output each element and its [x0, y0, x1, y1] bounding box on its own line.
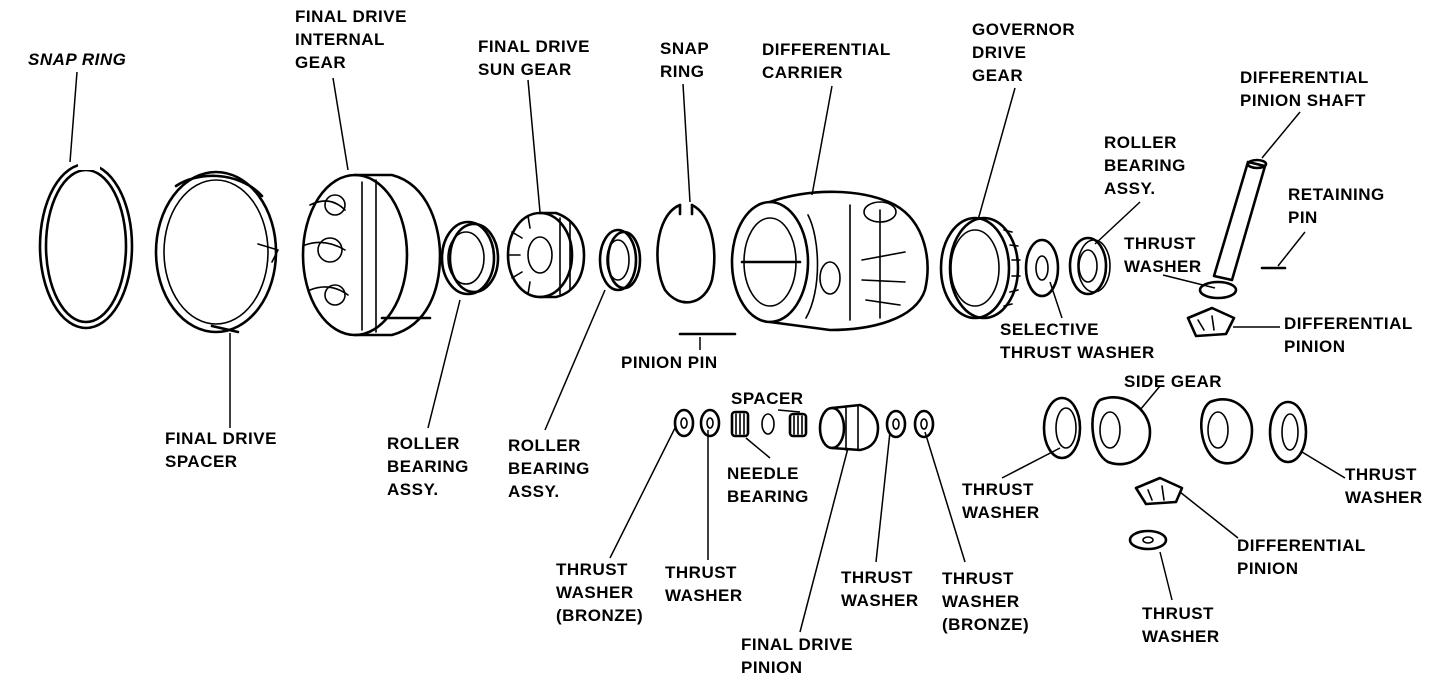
label-pinion-pin: PINION PIN [621, 353, 718, 372]
snap-ring-mid-part [656, 203, 716, 304]
label-snap-ring-left: SNAP RING [28, 50, 127, 69]
differential-pinion-shaft-part [1212, 158, 1268, 282]
label-differential-pinion-shaft: DIFFERENTIAL PINION SHAFT [1240, 68, 1369, 110]
final-drive-spacer-part [154, 170, 279, 334]
label-spacer: SPACER [731, 389, 804, 408]
governor-drive-gear-part [939, 216, 1021, 320]
differential-pinion-upper-part [1186, 306, 1236, 338]
label-thrust-washer-side-right: THRUST WASHER [1345, 465, 1423, 507]
label-snap-ring-mid: SNAP RING [660, 39, 710, 81]
label-thrust-washer-bronze-left: THRUST WASHER (BRONZE) [556, 560, 644, 625]
side-gear-assembly-part [1042, 396, 1308, 466]
label-thrust-washer-pinion-left: THRUST WASHER [665, 563, 743, 605]
label-thrust-washer-bottom: THRUST WASHER [1142, 604, 1220, 646]
label-final-drive-sun-gear: FINAL DRIVE SUN GEAR [478, 37, 590, 79]
snap-ring-left-part [38, 160, 134, 330]
roller-bearing-assy-2-part [598, 228, 642, 292]
label-thrust-washer-bronze-right: THRUST WASHER (BRONZE) [942, 569, 1030, 634]
label-differential-pinion-upper: DIFFERENTIAL PINION [1284, 314, 1413, 356]
label-roller-bearing-assy-2: ROLLER BEARING ASSY. [508, 436, 590, 501]
label-final-drive-pinion: FINAL DRIVE PINION [741, 635, 853, 677]
differential-carrier-part [730, 190, 929, 332]
final-drive-sun-gear-part [506, 211, 586, 299]
label-final-drive-internal-gear: FINAL DRIVE INTERNAL GEAR [295, 7, 407, 72]
label-side-gear: SIDE GEAR [1124, 372, 1223, 391]
label-thrust-washer-upper-right: THRUST WASHER [1124, 234, 1202, 276]
label-differential-carrier: DIFFERENTIAL CARRIER [762, 40, 891, 82]
differential-pinion-lower-part [1134, 476, 1184, 506]
label-roller-bearing-assy-1: ROLLER BEARING ASSY. [387, 434, 469, 499]
label-needle-bearing: NEEDLE BEARING [727, 464, 809, 506]
thrust-washer-upper-right-part [1198, 280, 1238, 300]
label-retaining-pin: RETAINING PIN [1288, 185, 1385, 227]
label-final-drive-spacer: FINAL DRIVE SPACER [165, 429, 277, 471]
label-selective-thrust-washer: SELECTIVE THRUST WASHER [1000, 320, 1155, 362]
label-thrust-washer-side-left: THRUST WASHER [962, 480, 1040, 522]
roller-bearing-assy-1-part [440, 220, 500, 296]
label-roller-bearing-assy-right: ROLLER BEARING ASSY. [1104, 133, 1186, 198]
roller-bearing-assy-right-part [1068, 236, 1111, 296]
final-drive-internal-gear-part [301, 173, 442, 337]
thrust-washer-bottom-part [1128, 529, 1168, 551]
label-thrust-washer-pinion-right: THRUST WASHER [841, 568, 919, 610]
selective-thrust-washer-part [1024, 238, 1060, 298]
label-governor-drive-gear: GOVERNOR DRIVE GEAR [972, 20, 1076, 85]
pinion-stack-part [673, 403, 935, 452]
label-differential-pinion-lower: DIFFERENTIAL PINION [1237, 536, 1366, 578]
